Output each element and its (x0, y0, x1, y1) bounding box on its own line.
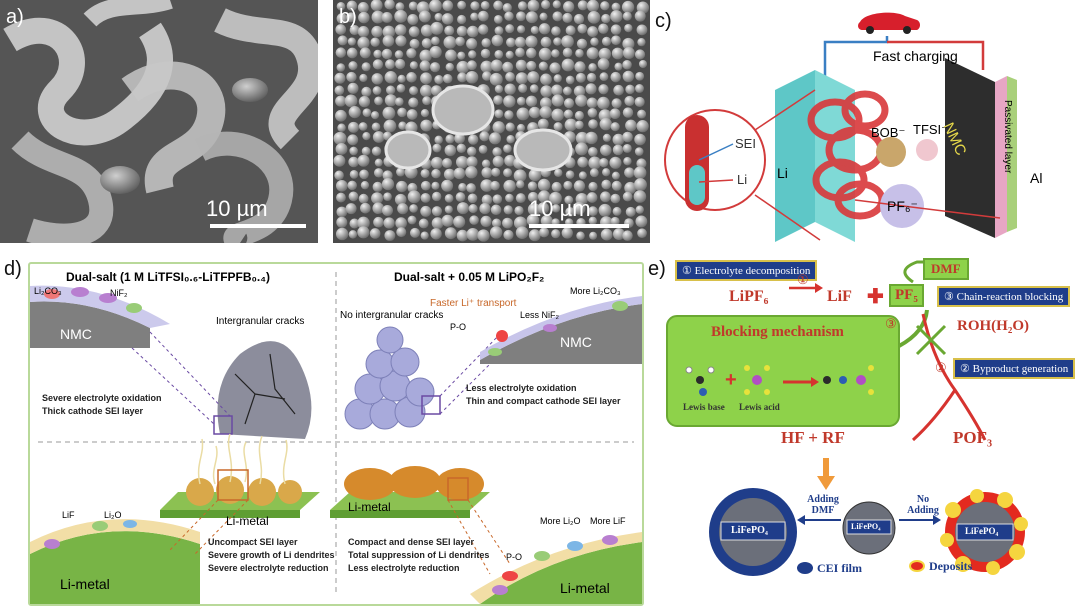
lif-left-label: LiF (62, 510, 75, 520)
roh-label: ROH(H₂O) (957, 318, 1029, 334)
lfp-left-label: LiFePO₄ (731, 525, 768, 536)
nif2-label: NiF₂ (110, 288, 128, 298)
scale-bar-label-b: 10 µm (529, 196, 591, 221)
no-adding-label: No Adding (907, 494, 939, 516)
pf6-ion-label: PF₆⁻ (887, 198, 918, 214)
right-title: Dual-salt + 0.05 M LiPO₂F₂ (394, 270, 545, 284)
panel-e: + ① Electrolyte decomposition DMF LiPF (655, 250, 1080, 609)
pf5-box: PF₅ (889, 284, 924, 307)
sem-image-b: b) 10 µm (333, 0, 650, 243)
uncompact-text-2: Severe growth of Li dendrites (208, 550, 335, 560)
scale-bar-b (529, 224, 629, 228)
al-label: Al (1030, 170, 1043, 186)
deposits-label: Deposits (929, 559, 973, 573)
nmc-right-label: NMC (560, 334, 592, 350)
pof3-label: POF₃ (953, 428, 993, 447)
step1-tag: ① Electrolyte decomposition (675, 260, 818, 281)
li2o-left-label: Li₂O (104, 510, 122, 520)
more-li2co3-label: More Li₂CO₃ (570, 286, 621, 296)
circled1-label: ① (797, 272, 809, 287)
li-metal-block-right-label: Li-metal (348, 500, 391, 514)
step2-tag: ② Byproduct generation (953, 358, 1076, 379)
panel-c-label: c) (655, 10, 672, 32)
panel-a-label: a) (6, 6, 24, 28)
uncompact-text-3: Severe electrolyte reduction (208, 563, 329, 573)
li-metal-right-label: Li-metal (560, 580, 610, 596)
passivated-layer-label: Passivated layer (1002, 100, 1013, 174)
circled3-label: ③ (885, 316, 897, 331)
po-top-label: P-O (450, 322, 467, 332)
lewis-base-label: Lewis base (683, 402, 725, 412)
more-li2o-label: More Li₂O (540, 516, 581, 526)
cei-film-label: CEI film (817, 561, 862, 575)
circled2-label: ② (935, 360, 947, 375)
left-title: Dual-salt (1 M LiTFSI₀.₆-LiTFPFB₀.₄) (66, 270, 270, 284)
scale-bar-a (210, 224, 306, 228)
intergranular-label: Intergranular cracks (216, 316, 305, 327)
lewis-acid-label: Lewis acid (739, 402, 780, 412)
li-metal-left-label: Li-metal (60, 576, 110, 592)
compact-text-1: Compact and dense SEI layer (348, 537, 475, 547)
li-foil-label: Li (777, 165, 788, 181)
uncompact-text-1: Uncompact SEI layer (208, 537, 298, 547)
nmc-left-label: NMC (60, 326, 92, 342)
li2co3-label: Li₂CO₃ (34, 286, 62, 296)
less-oxidation-text: Less electrolyte oxidation (466, 383, 577, 393)
more-lif-label: More LiF (590, 516, 626, 526)
severe-oxidation-text: Severe electrolyte oxidation (42, 393, 162, 403)
sem-image-a: a) 10 µm (0, 0, 318, 243)
li-inset-label: Li (737, 172, 748, 187)
panel-d-label: d) (4, 258, 22, 280)
no-intergranular-label: No intergranular cracks (340, 310, 444, 321)
adding-dmf-label: Adding DMF (807, 494, 839, 516)
fast-charging-label: Fast charging (873, 48, 958, 64)
po-bottom-label: P-O (506, 552, 523, 562)
lfp-right-label: LiFePO₄ (965, 526, 999, 536)
panel-d: Dual-salt (1 M LiTFSI₀.₆-LiTFPFB₀.₄) Dua… (28, 262, 644, 606)
blocking-mechanism-title: Blocking mechanism (711, 324, 844, 340)
bob-ion-label: BOB⁻ (871, 125, 906, 140)
thin-sei-text: Thin and compact cathode SEI layer (466, 396, 621, 406)
sei-label: SEI (735, 136, 756, 151)
panel-b-label: b) (339, 6, 357, 28)
svg-text:+: + (725, 369, 737, 391)
dmf-box: DMF (923, 258, 969, 280)
step3-tag: ③ Chain-reaction blocking (937, 286, 1071, 307)
li-metal-block-left-label: Li-metal (226, 514, 269, 528)
lif-product-label: LiF (827, 288, 852, 305)
panel-e-label: e) (648, 258, 666, 280)
compact-text-3: Less electrolyte reduction (348, 563, 460, 573)
thick-sei-text: Thick cathode SEI layer (42, 406, 144, 416)
hf-rf-label: HF + RF (781, 428, 845, 447)
compact-text-2: Total suppression of Li dendrites (348, 550, 490, 560)
lfp-mid-label: LiFePO₄ (851, 522, 881, 531)
plus-sign: ✚ (867, 286, 884, 308)
tfsi-ion-label: TFSI⁻ (913, 122, 949, 137)
lipf6-label: LiPF₆ (729, 288, 769, 305)
panel-c: c) Fast (655, 0, 1080, 250)
faster-li-label: Faster Li⁺ transport (430, 298, 517, 309)
less-nif2-label: Less NiF₂ (520, 310, 560, 320)
scale-bar-label-a: 10 µm (206, 196, 268, 221)
